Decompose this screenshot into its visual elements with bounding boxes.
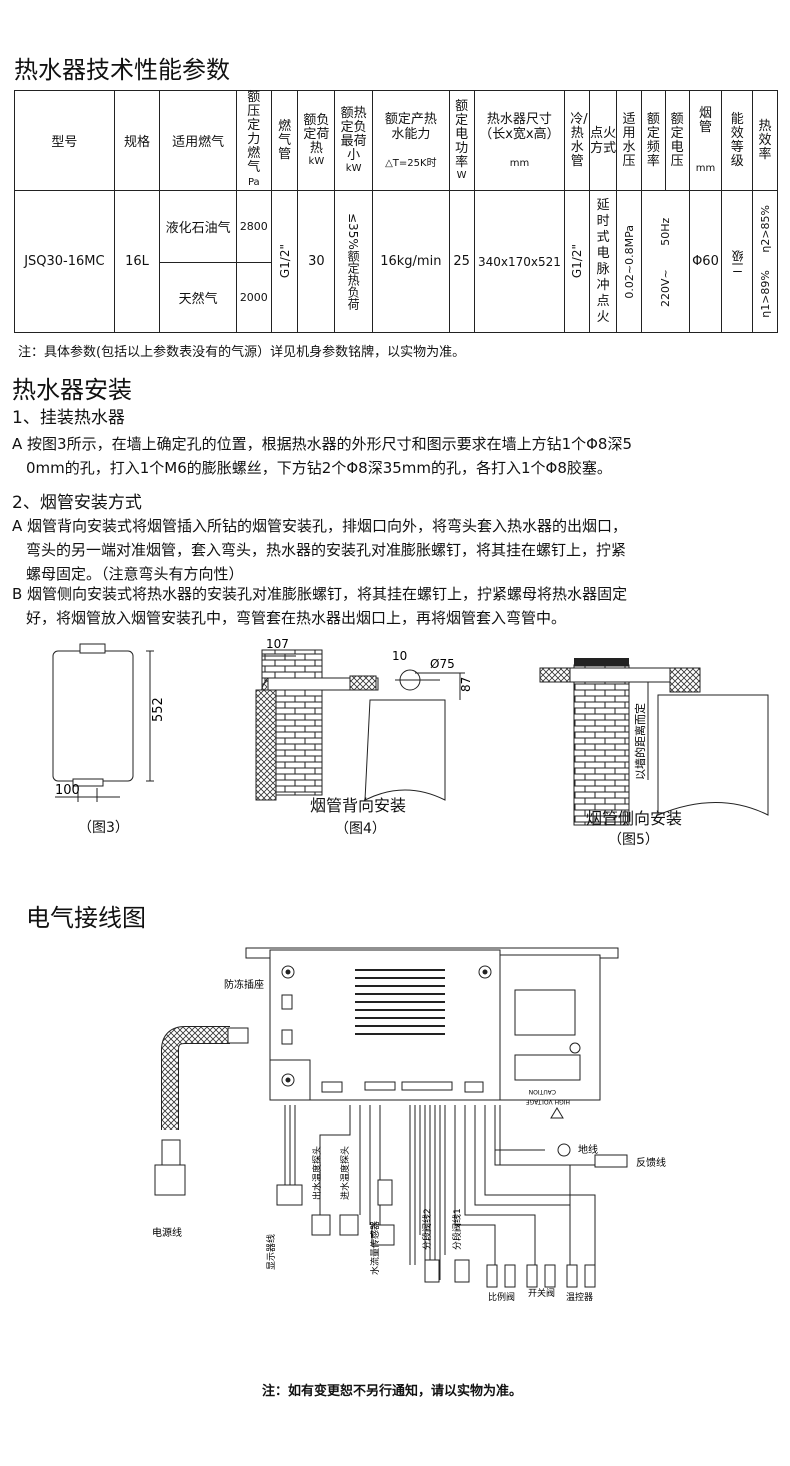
wire-harness <box>284 1105 610 1285</box>
hdr-min-load: 额热定负最荷小 kW <box>334 90 374 191</box>
thermostat-label: 温控器 <box>566 1291 593 1303</box>
cell-dim: 340x170x521 <box>473 190 566 333</box>
power-cord-drawing <box>154 1026 249 1196</box>
fig5-wall-label: 以墙的距离而定 <box>633 703 647 780</box>
cell-min-load: ≤35%额定热负荷 <box>334 190 374 333</box>
fig4-dim-87: 87 <box>459 677 473 692</box>
wiring-title: 电气接线图 <box>26 904 146 932</box>
spec-note: 注：具体参数(包括以上参数表没有的气源）详见机身参数铭牌，以实物为准。 <box>18 345 466 360</box>
cell-size: 16L <box>113 190 161 333</box>
hdr-efficiency: 热效率 <box>752 90 778 191</box>
connectors <box>276 1143 628 1288</box>
hdr-freq: 额定频率 <box>640 90 666 191</box>
fig4-caption: （图4） <box>335 821 386 837</box>
fig4-dim-10: 10 <box>392 649 407 663</box>
hdr-voltage: 额定电压 <box>664 90 690 191</box>
hdr-flue: 烟管 mm <box>688 90 723 191</box>
cell-freq-voltage: 220V~ 50Hz <box>640 190 690 333</box>
cell-water-pressure: 0.02~0.8MPa <box>616 190 642 333</box>
feedback-label: 反馈线 <box>636 1156 666 1169</box>
install-s1-para: A 按图3所示，在墙上确定孔的位置，根据热水器的外形尺寸和图示要求在墙上方钻1个… <box>12 435 633 477</box>
valve1-label: 分段阀线1 <box>451 1208 463 1250</box>
hdr-gas-pressure: 额压定力燃气 Pa <box>235 90 272 191</box>
control-board <box>245 947 619 1119</box>
fig5-caption: （图5） <box>608 832 659 848</box>
fig4-drawing <box>255 649 465 801</box>
hdr-size: 规格 <box>113 90 161 191</box>
antifreeze-label: 防冻插座 <box>224 978 264 991</box>
caution-text: CAUTION <box>529 1088 556 1095</box>
flow-sensor-label: 水流量传感器 <box>369 1221 381 1275</box>
hdr-power: 额定电功率 W <box>448 90 475 191</box>
install-s1-title: 1、挂装热水器 <box>12 408 125 428</box>
install-figures: 552 100 107 10 Ø75 87 以墙的距离而定 <box>52 637 769 826</box>
install-s2-para-b: B 烟管侧向安装式将热水器的安装孔对准膨胀螺钉，将其挂在螺钉上，拧紧螺母将热水器… <box>12 585 628 627</box>
cell-hot-water: 16kg/min <box>372 190 450 333</box>
cell-pressure-lpg: 2800 <box>235 190 272 263</box>
fig4-title: 烟管背向安装 <box>310 796 407 815</box>
hdr-water-pipe: 冷/热水管 <box>564 90 591 191</box>
fig3-dim-height: 552 <box>151 697 166 722</box>
cell-rated-load: 30 <box>297 190 336 333</box>
fig5-title: 烟管侧向安装 <box>586 809 683 828</box>
hdr-gas-pipe: 燃气管 <box>270 90 299 191</box>
prop-valve-label: 比例阀 <box>488 1291 515 1303</box>
hdr-hot-water: 额定产热水能力 △T=25K时 <box>372 90 450 191</box>
hdr-energy: 能效等级 <box>721 90 754 191</box>
out-temp-label: 出水温度探头 <box>311 1146 323 1200</box>
switch-valve-label: 开关阀 <box>528 1287 555 1299</box>
fig3-heater-outline <box>52 643 154 802</box>
spec-header-row: 型号 规格 适用燃气 额压定力燃气 Pa 燃气管 额负定荷热 kW 额热定负最荷… <box>14 90 778 191</box>
valve2-label: 分段阀线2 <box>421 1208 433 1250</box>
fig3-dim-width: 100 <box>55 783 80 798</box>
install-s2-para-a: A 烟管背向安装式将烟管插入所钻的烟管安装孔，排烟口向外，将弯头套入热水器的出烟… <box>12 517 628 583</box>
display-label: 显示器线 <box>265 1234 277 1270</box>
high-voltage-text: HIGH VOLTAGE <box>526 1098 570 1105</box>
cell-water-pipe: G1/2" <box>564 190 591 333</box>
cell-flue: Φ60 <box>688 190 723 333</box>
hdr-rated-load: 额负定荷热 kW <box>297 90 336 191</box>
cell-gas-pipe: G1/2" <box>270 190 299 333</box>
cell-fuel-lpg: 液化石油气 <box>159 190 237 263</box>
spec-table: 型号 规格 适用燃气 额压定力燃气 Pa 燃气管 额负定荷热 kW 额热定负最荷… <box>14 90 778 333</box>
in-temp-label: 进水温度探头 <box>339 1146 351 1200</box>
fig5-drawing <box>539 658 769 826</box>
hdr-model: 型号 <box>14 90 115 191</box>
ground-label: 地线 <box>578 1143 598 1156</box>
cell-pressure-ng: 2000 <box>235 262 272 333</box>
fig3-caption: （图3） <box>78 820 129 836</box>
spec-row-2: 天然气 2000 <box>15 262 778 333</box>
spec-row-1: JSQ30-16MC 16L 液化石油气 2800 G1/2" 30 ≤35%额… <box>14 190 778 333</box>
cell-fuel-ng: 天然气 <box>159 262 237 333</box>
spec-title: 热水器技术性能参数 <box>14 56 230 84</box>
hdr-ignition: 点火方式 <box>589 90 618 191</box>
cell-model: JSQ30-16MC <box>14 190 115 333</box>
wiring-diagram: CAUTION HIGH VOLTAGE 防冻插座 电源线 反馈线 <box>152 947 666 1303</box>
cell-ignition: 延时式电脉冲点火 <box>589 190 618 333</box>
wiring-note: 注：如有变更恕不另行通知，请以实物为准。 <box>262 1384 523 1399</box>
fig4-dim-107: 107 <box>266 637 289 651</box>
hdr-water-pressure: 适用水压 <box>616 90 642 191</box>
cell-power: 25 <box>448 190 475 333</box>
power-cord-label: 电源线 <box>152 1226 182 1239</box>
install-s2-title: 2、烟管安装方式 <box>12 493 142 513</box>
hdr-fuel: 适用燃气 <box>159 90 237 191</box>
install-title: 热水器安装 <box>12 376 132 404</box>
cell-energy: 二级 <box>721 190 754 333</box>
fig4-dim-75: Ø75 <box>430 657 455 671</box>
cell-efficiency: η1>89% η2>85% <box>752 190 778 333</box>
hdr-dim: 热水器尺寸（长x宽x高） mm <box>473 90 566 191</box>
